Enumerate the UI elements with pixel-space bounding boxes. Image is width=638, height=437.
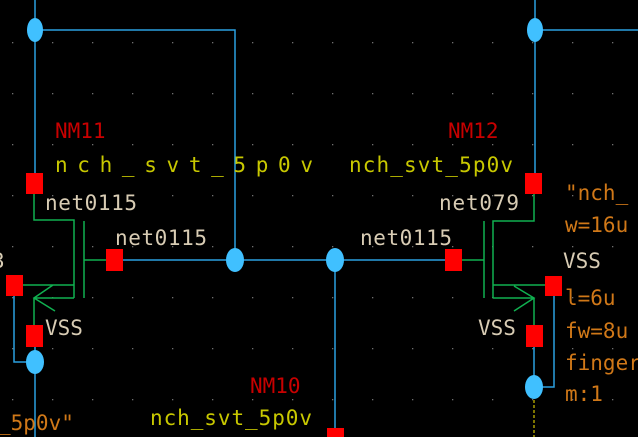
param-fingers: fingers	[565, 351, 638, 375]
param-fw: fw=8u	[565, 319, 628, 343]
net-label-source: VSS	[45, 316, 83, 340]
pin-drain[interactable]	[525, 173, 542, 194]
transistor-nm12[interactable]: NM12 nch_svt_5p0v net079 net0115 VSS "nc…	[349, 119, 638, 406]
transistor-nm10[interactable]: NM10 nch_svt_5p0v	[150, 374, 344, 437]
nmos-symbol	[23, 194, 107, 326]
junctions	[26, 18, 543, 399]
junction-dot	[226, 248, 244, 272]
pin-gate[interactable]	[106, 249, 123, 271]
instance-name: NM10	[250, 374, 301, 398]
param-w: w=16u	[565, 213, 628, 237]
net-label-gate: net0115	[115, 226, 207, 250]
param-bulk: VSS	[563, 249, 601, 273]
net-label-drain: net0115	[45, 191, 137, 215]
nmos-symbol	[462, 194, 545, 325]
pin-gate[interactable]	[327, 428, 344, 437]
pin-bulk[interactable]	[6, 275, 23, 296]
net-label-source: VSS	[478, 316, 516, 340]
net-label-gate: net0115	[360, 226, 452, 250]
pin-source[interactable]	[526, 325, 543, 347]
wire-nm11-gate-drain-loop[interactable]	[35, 29, 236, 260]
partial-edge-label: 3	[0, 249, 5, 273]
param-l: l=6u	[565, 286, 616, 310]
cell-name: nch_svt_5p0v	[150, 406, 312, 430]
pin-source[interactable]	[26, 325, 43, 347]
pin-bulk[interactable]	[545, 276, 562, 296]
junction-dot	[326, 248, 344, 272]
param-model: "nch_	[565, 181, 629, 205]
cell-name: nch_svt_5p0v	[349, 153, 513, 177]
junction-dot	[26, 350, 44, 374]
junction-dot	[27, 18, 43, 42]
partial-model-label: _5p0v"	[0, 411, 74, 435]
net-label-drain: net079	[439, 191, 519, 215]
instance-name: NM12	[448, 119, 499, 143]
junction-dot	[527, 18, 543, 42]
instance-name: NM11	[55, 119, 106, 143]
pin-drain[interactable]	[26, 173, 43, 194]
junction-dot	[525, 375, 543, 399]
param-m: m:1	[565, 382, 603, 406]
pin-gate[interactable]	[445, 249, 462, 271]
